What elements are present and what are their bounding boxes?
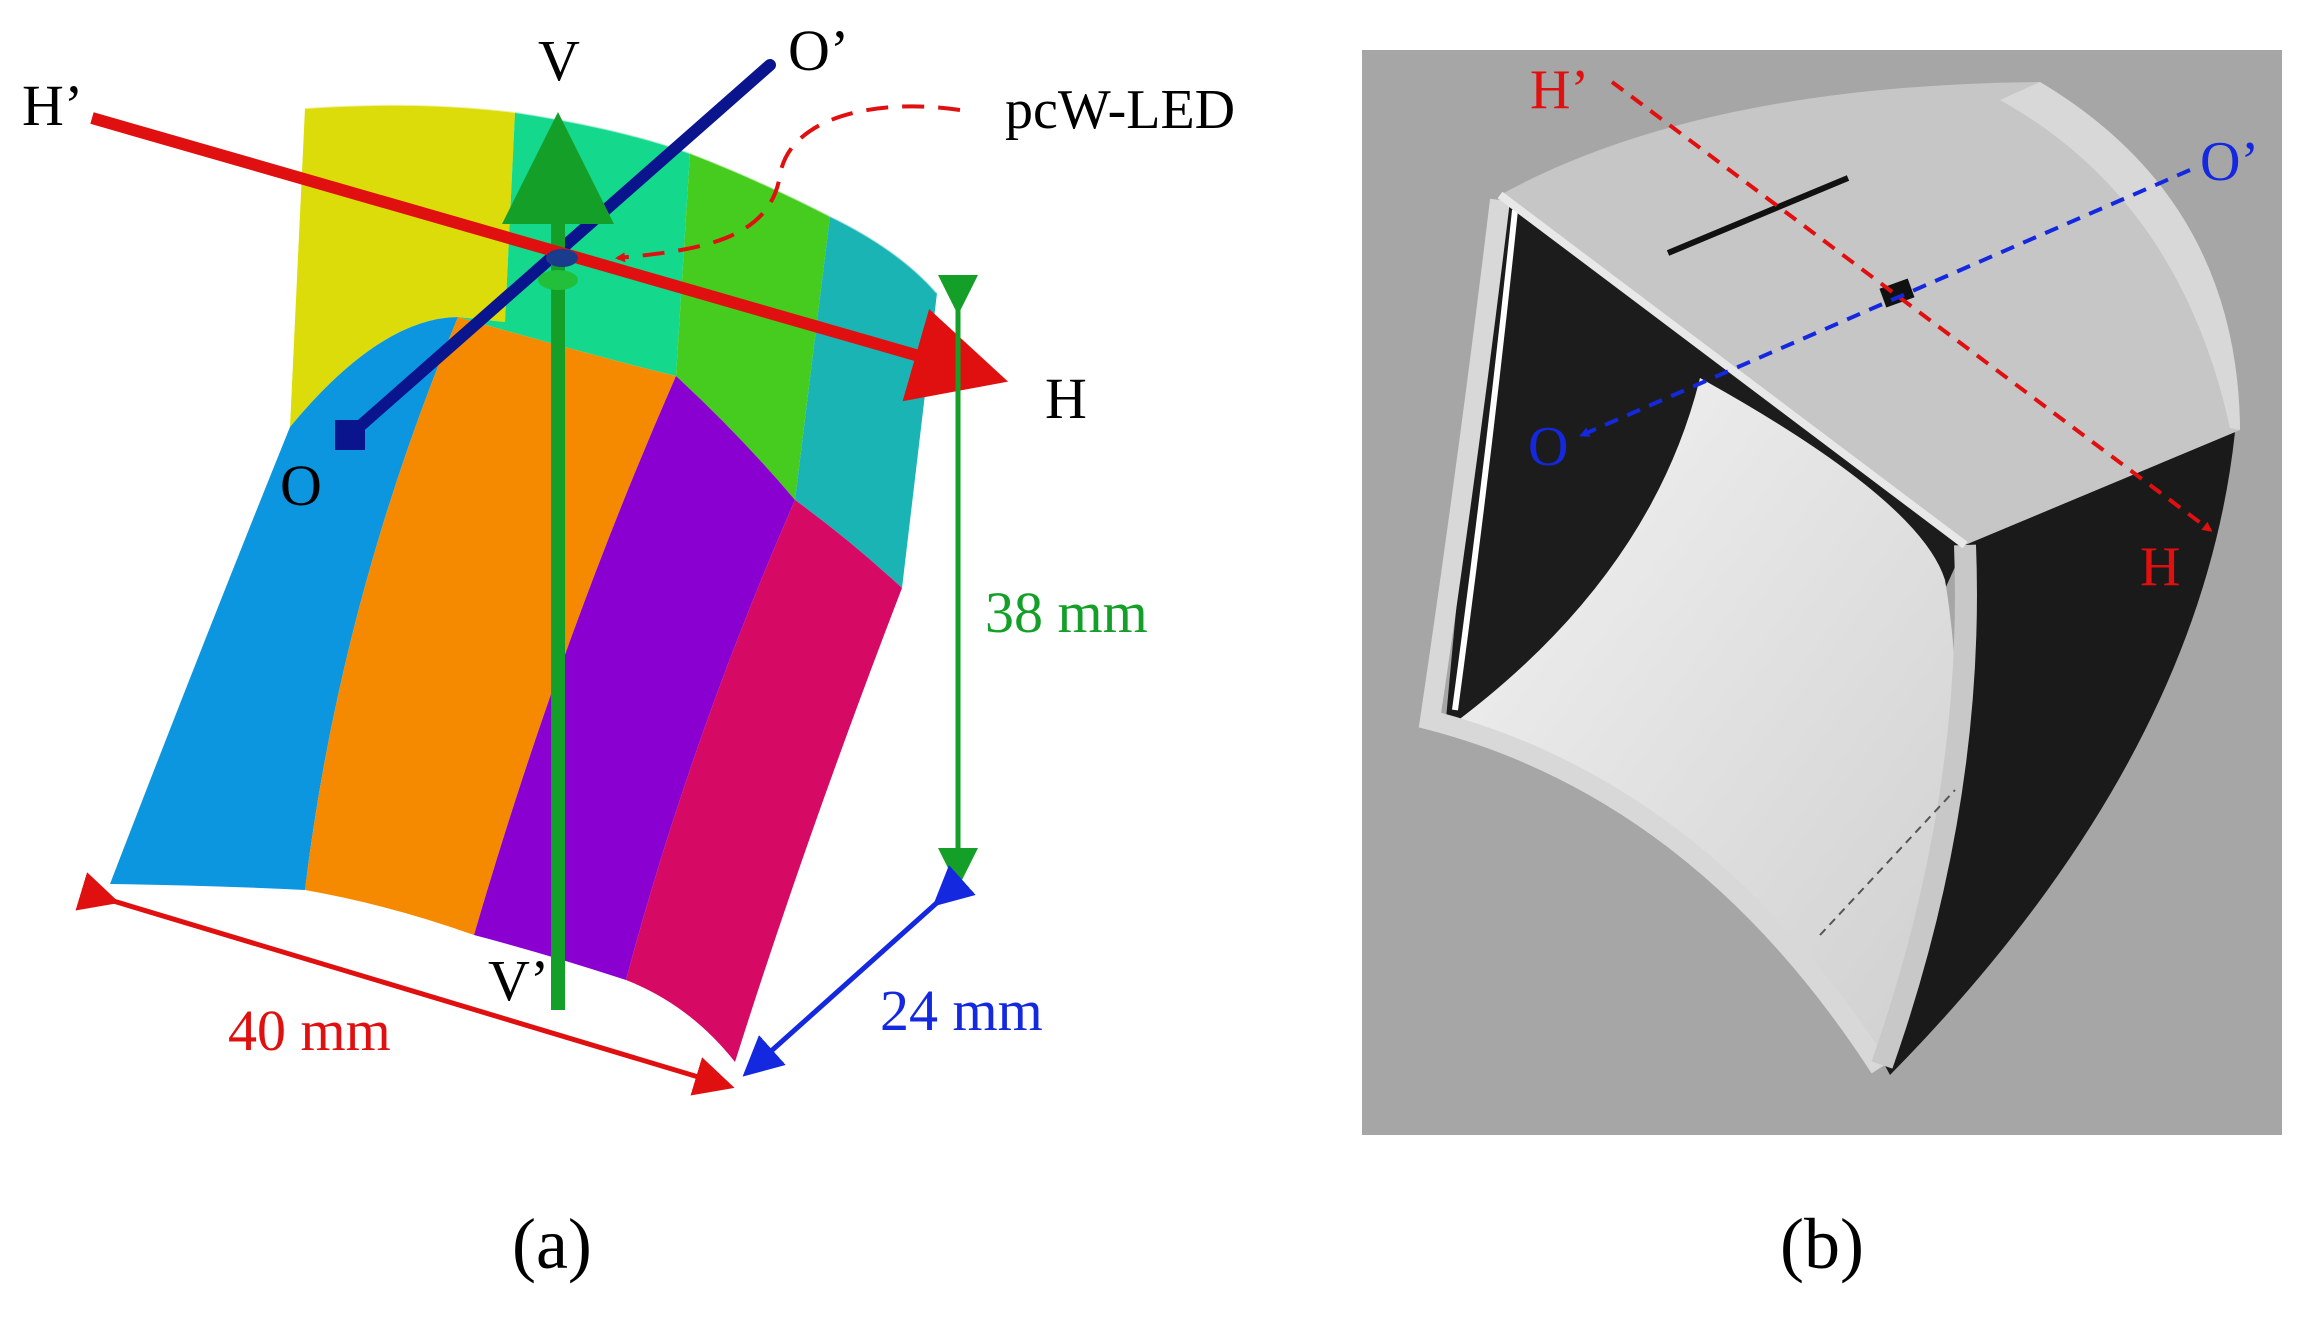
dim-40mm-label: 40 mm	[228, 998, 391, 1063]
segment-bottom-2	[305, 317, 676, 935]
dim-40mm-arrow	[75, 872, 735, 1096]
caption-b: (b)	[1780, 1204, 1864, 1284]
panel-a: pcW-LED V V’ H’ H O’ O 40 mm 38 mm 24 mm…	[22, 18, 1235, 1284]
label-v-top: V	[538, 28, 580, 93]
label-h-left: H’	[22, 73, 83, 138]
v-axis	[502, 112, 614, 1010]
dim-24mm-label: 24 mm	[880, 978, 1043, 1043]
b-label-h-top: H’	[1530, 59, 1589, 121]
segment-top-3	[676, 153, 830, 500]
label-o-bottom: O	[280, 453, 322, 518]
panel-b: H’ H O’ O (b)	[1362, 50, 2282, 1284]
b-label-o-top: O’	[2200, 131, 2259, 193]
o-axis-end-cube	[335, 420, 365, 450]
reflector-model	[1418, 82, 2240, 1075]
b-label-h-bottom: H	[2140, 536, 2180, 598]
callout-leader	[615, 104, 961, 263]
b-h-axis	[1610, 80, 2213, 532]
reflector-front-rim	[1418, 198, 1889, 1074]
reflector-top-plate	[1500, 82, 2240, 545]
b-o-axis	[1579, 168, 2191, 437]
callout-label: pcW-LED	[1005, 79, 1235, 141]
led-marker	[546, 249, 578, 267]
label-v-bottom: V’	[488, 948, 549, 1013]
caption-a: (a)	[512, 1204, 592, 1284]
label-o-top: O’	[788, 18, 849, 83]
h-axis	[90, 112, 1009, 402]
top-slit	[1666, 175, 1850, 256]
reflector-inner-surface	[1445, 378, 1957, 1065]
segment-top-4	[795, 216, 937, 588]
dim-38mm-label: 38 mm	[985, 580, 1148, 645]
dim-24mm-arrow	[742, 865, 976, 1077]
segment-bottom-1	[110, 317, 458, 890]
label-h-right: H	[1045, 366, 1087, 431]
b-label-o-bottom: O	[1528, 416, 1568, 478]
